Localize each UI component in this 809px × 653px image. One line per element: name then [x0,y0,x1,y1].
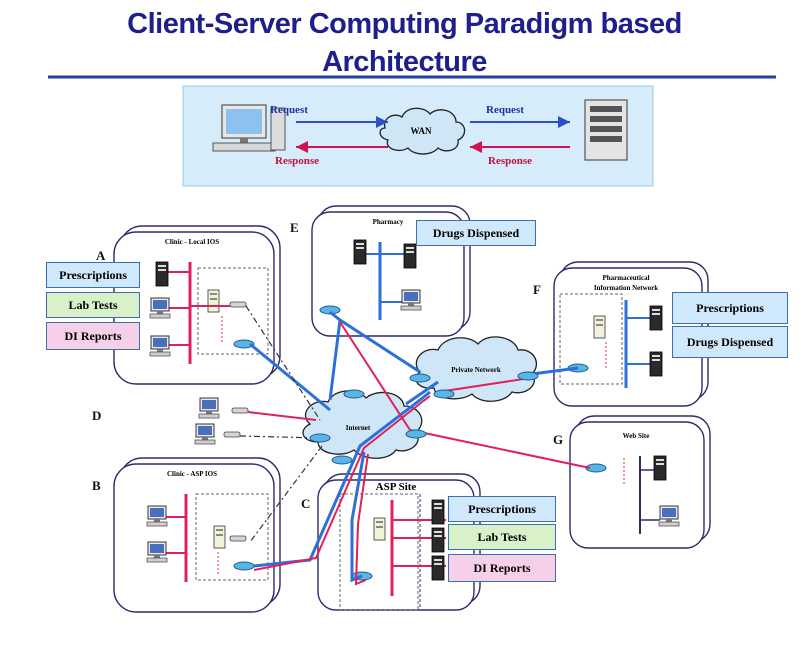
internet-router-icon-3 [405,429,427,439]
site-g-pc-icon [658,505,680,527]
site-b-router-icon [233,561,255,571]
site-a-server-zone [197,267,269,355]
site-f-server-icon [593,315,606,339]
site-b-pc-icon-2 [146,541,168,563]
slide-title-line2: Architecture [322,46,487,78]
site-b-hub-icon [229,535,247,542]
site-c-tower-icon-3 [431,555,445,581]
network-links-pink [200,305,591,586]
site-c-lab-tests-label: Lab Tests [448,524,556,550]
wan-label: WAN [410,126,432,136]
site-a-pc-icon-2 [149,335,171,357]
site-e-pc-icon [400,289,422,311]
site-f-drugs-dispensed-label: Drugs Dispensed [672,326,788,358]
site-f-name-line1: Pharmaceutical [602,274,649,282]
site-b-letter: B [92,478,101,493]
site-d-letter: D [92,408,102,423]
site-c-name: ASP Site [376,481,417,493]
site-a-lab-tests-label: Lab Tests [46,292,140,318]
site-c-letter: C [301,496,311,511]
site-a-server-icon [207,289,220,313]
private-router-icon [409,373,431,383]
internet-router-icon-4 [331,455,353,465]
site-d-pc-icon-2 [194,423,216,445]
site-a-letter: A [96,248,106,263]
wan-cloud [379,107,466,155]
site-c-server-icon [373,517,386,541]
request-label-left: Request [270,104,308,116]
private-network-label: Private Network [451,366,501,374]
network-links-blue [249,310,579,583]
site-g-tower-icon [653,455,667,481]
request-label-right: Request [486,104,524,116]
site-a-name: Clinic - Local IOS [165,238,219,246]
site-a-tower-icon [155,261,169,287]
server-cabinet-icon [584,99,628,161]
slide-title-line1: Client-Server Computing Paradigm based [127,8,682,40]
site-g-name: Web Site [623,432,650,440]
site-c-tower-icon [431,499,445,525]
site-d-hub-icon-2 [223,431,241,438]
site-e-letter: E [290,220,299,235]
site-a-hub-icon [229,301,247,308]
site-c-server-zone [339,493,419,611]
site-g-letter: G [553,432,564,447]
site-c-tower-icon-2 [431,527,445,553]
site-b-server-icon [213,525,226,549]
site-a-di-reports-label: DI Reports [46,322,140,350]
site-b-server-zone [195,493,269,581]
private-router-icon-3 [517,371,539,381]
site-f-server-zone [559,293,623,385]
site-e-tower-icon [353,239,367,265]
site-c-prescriptions-label: Prescriptions [448,496,556,522]
internet-router-icon [343,389,365,399]
site-f-letter: F [533,282,541,297]
site-b-pc-icon [146,505,168,527]
site-c-di-reports-label: DI Reports [448,554,556,582]
response-label-right: Response [488,155,532,167]
site-f-name-line2: Information Network [594,284,658,292]
site-d-hub-icon [231,407,249,414]
site-f-prescriptions-label: Prescriptions [672,292,788,324]
client-computer-icon [212,104,286,152]
internet-label: Internet [346,424,371,432]
private-router-icon-2 [433,389,455,399]
site-e-name: Pharmacy [373,218,404,226]
site-a-prescriptions-label: Prescriptions [46,262,140,288]
site-d-pc-icon [198,397,220,419]
site-e-tower-icon-2 [403,243,417,269]
internet-router-icon-2 [309,433,331,443]
network-links-dashed [239,305,323,543]
site-g-frame [569,421,705,549]
site-f-tower-icon [649,305,663,331]
site-b-frame [113,463,275,613]
response-label-left: Response [275,155,319,167]
site-a-pc-icon [149,297,171,319]
site-f-tower-icon-2 [649,351,663,377]
site-b-name: Clinic - ASP IOS [167,470,217,478]
site-e-drugs-dispensed-label: Drugs Dispensed [416,220,536,246]
